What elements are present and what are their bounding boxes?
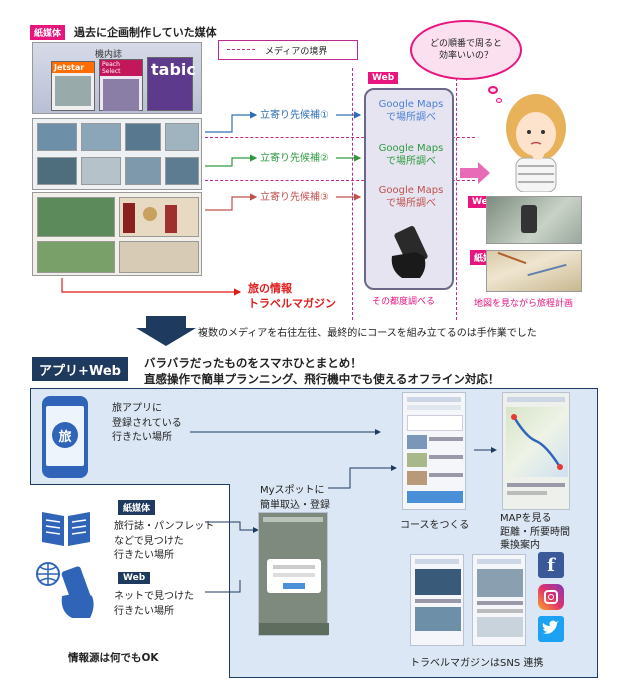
tabi-app-phone-icon: 旅 xyxy=(42,396,88,478)
paper-source-tag: 紙媒体 xyxy=(118,500,156,515)
headline-line-1: バラバラだったものをスマホひとまとめ！ xyxy=(144,356,362,370)
to-person-arrow-body xyxy=(460,168,480,178)
web-source-tag: Web xyxy=(118,572,151,584)
peach-magazine-cover: Peach Select xyxy=(99,59,143,111)
media-boundary-line-2 xyxy=(205,180,475,181)
open-book-icon xyxy=(38,506,94,550)
twitter-icon[interactable] xyxy=(538,616,564,642)
app-web-tag: アプリ+Web xyxy=(32,357,128,381)
app-registered-places: 旅アプリに登録されている行きたい場所 xyxy=(112,403,182,443)
map-features: MAPを見る距離・所要時間乗換案内 xyxy=(500,513,570,551)
course-caption: コースをつくる xyxy=(400,520,470,531)
app-headline: バラバラだったものをスマホひとまとめ！ 直感操作で簡単プランニング、飛行機中でも… xyxy=(144,355,499,387)
bubble-line-2: 効率いいの？ xyxy=(438,51,493,62)
down-arrow-head xyxy=(136,328,196,346)
web-tag: Web xyxy=(368,72,399,84)
bubble-line-1: どの順番で周ると xyxy=(429,39,502,49)
media-boundary-vertical-1 xyxy=(352,68,353,320)
facebook-icon[interactable]: f xyxy=(538,552,564,578)
paper-map-photo xyxy=(486,250,582,292)
flow-arrows xyxy=(190,429,497,593)
any-source-ok: 情報源は何でもOK xyxy=(68,652,159,664)
sns-phone-screen-2 xyxy=(472,554,526,646)
candidate-arrows xyxy=(61,111,362,296)
thought-bubble: どの順番で周ると 効率いいの？ xyxy=(410,20,522,80)
travel-magazine-text: トラベルマガジン xyxy=(248,296,336,310)
tabic-magazine-cover: tabic xyxy=(147,57,196,111)
candidate-1: 立寄り先候補① xyxy=(260,110,329,121)
down-arrow-body xyxy=(146,316,186,328)
paper-media-tag: 紙媒体 xyxy=(30,25,66,40)
inflight-title: 機内誌 xyxy=(95,50,123,60)
paper-media-title: 過去に企画制作していた媒体 xyxy=(74,26,217,39)
media-boundary-vertical-2 xyxy=(456,68,457,320)
media-boundary-line-1 xyxy=(205,137,475,138)
maps-caption: その都度調べる xyxy=(372,297,436,307)
instagram-icon[interactable] xyxy=(538,584,564,610)
tabic-logo-text: tabic xyxy=(151,60,196,79)
candidate-2: 立寄り先候補② xyxy=(260,153,329,164)
legend-label: メディアの境界 xyxy=(265,47,328,57)
map-phone-screen xyxy=(502,392,570,510)
sns-caption: トラベルマガジンはSNS 連携 xyxy=(410,658,544,669)
tabi-logo-icon: 旅 xyxy=(52,422,78,448)
jetstar-logo-text: Jetstar xyxy=(52,62,94,73)
headline-line-2: 直感操作で簡単プランニング、飛行機中でも使えるオフライン対応！ xyxy=(144,372,500,387)
bubble-dot-1 xyxy=(488,86,498,94)
myspot-phone-screen xyxy=(258,512,329,636)
web-source-text: ネットで見つけた行きたい場所 xyxy=(114,591,194,617)
route-map xyxy=(506,407,568,477)
globe-hand-phone-icon xyxy=(34,560,104,620)
thinking-woman-illustration xyxy=(506,94,566,192)
inflight-magazine-panel: 機内誌 Jetstar Peach Select tabic xyxy=(32,42,202,114)
travel-magazine-label: 旅の情報 トラベルマガジン xyxy=(248,282,336,312)
legend-dash-line xyxy=(227,49,255,50)
smartphone-street-photo xyxy=(486,196,582,244)
to-person-arrow-head xyxy=(478,162,490,184)
peach-logo-text: Peach Select xyxy=(100,60,142,76)
candidate-3: 立寄り先候補③ xyxy=(260,192,329,203)
magazine-page-2 xyxy=(32,192,202,276)
bubble-dot-2 xyxy=(496,98,502,103)
jetstar-magazine-cover: Jetstar xyxy=(51,61,95,111)
travel-info-text: 旅の情報 xyxy=(248,282,292,295)
hand-phone-icon xyxy=(391,226,428,278)
sns-phone-screen-1 xyxy=(410,554,464,646)
map-caption: 地図を見ながら旅程計画 xyxy=(474,299,574,309)
media-boundary-legend: メディアの境界 xyxy=(218,40,358,60)
register-dialog xyxy=(267,559,321,593)
paper-source-text: 旅行誌・パンフレットなどで見つけた行きたい場所 xyxy=(114,521,215,561)
magazine-page-1 xyxy=(32,118,202,190)
course-phone-screen xyxy=(402,392,466,510)
transition-text: 複数のメディアを右往左往、最終的にコースを組み立てるのは手作業でした xyxy=(198,328,537,339)
myspot-label: Myスポットに簡単取込・登録 xyxy=(260,485,330,511)
